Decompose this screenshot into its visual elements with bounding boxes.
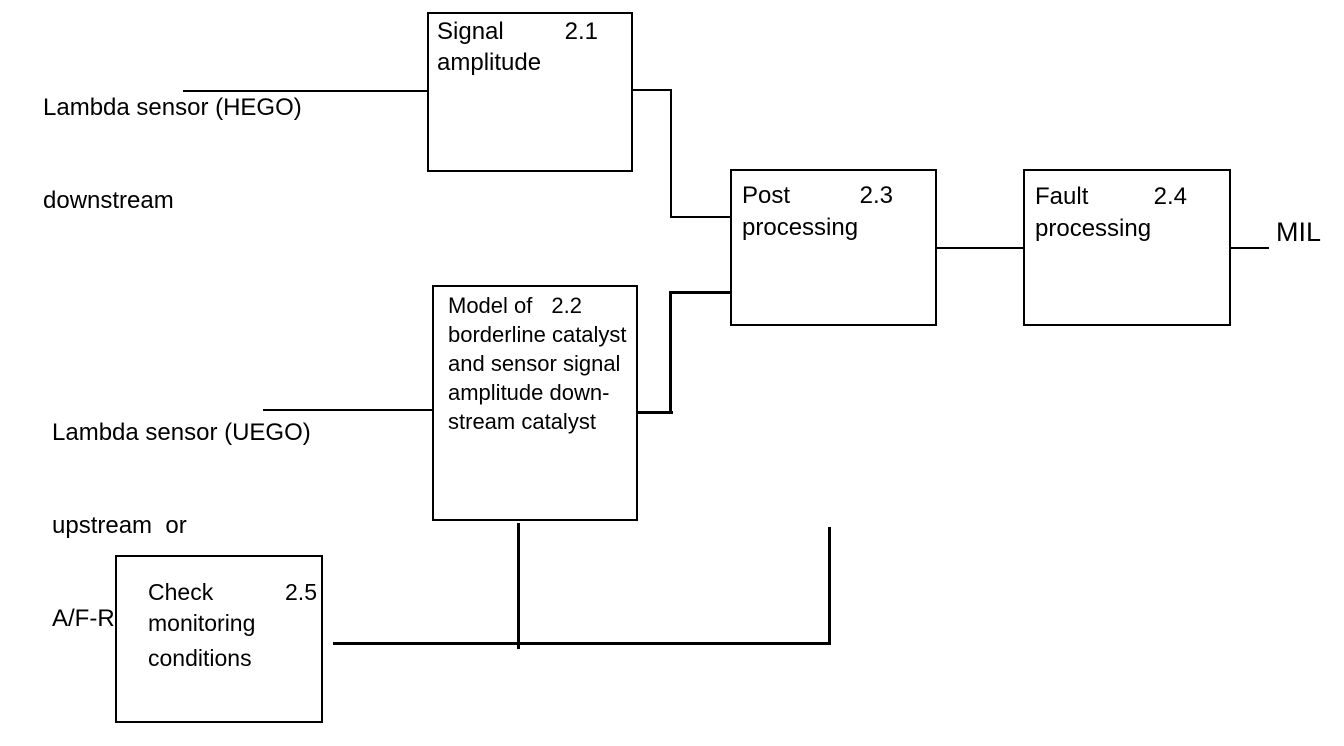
block-title-row: Check 2.5	[148, 577, 317, 608]
connector-bus-riser-vertical	[828, 527, 831, 645]
block-title-row: Post 2.3	[742, 180, 893, 212]
label-line: downstream	[43, 187, 174, 214]
connector-signal-out-horizontal	[631, 89, 672, 91]
label-line: Lambda sensor (HEGO)	[43, 94, 302, 121]
connector-fault-to-mil	[1231, 247, 1269, 249]
connector-signal-elbow-vertical	[670, 89, 672, 218]
connector-uego-to-model	[263, 409, 432, 411]
block-text-line: processing	[1035, 215, 1152, 242]
block-check-monitoring-conditions: Check 2.5 monitoring conditions	[115, 555, 323, 723]
block-number: 2.2	[551, 293, 582, 318]
block-text-line: and sensor signal	[448, 351, 621, 376]
block-title: Model of	[448, 293, 533, 318]
block-title-row: Signal 2.1	[437, 16, 598, 47]
block-title: Signal	[437, 18, 504, 45]
block-text-line: monitoring	[148, 610, 256, 636]
connector-model-out-horizontal	[636, 411, 673, 414]
label-line: Lambda sensor (UEGO)	[52, 419, 311, 446]
block-number: 2.3	[859, 182, 893, 209]
block-text-line: conditions	[148, 645, 252, 671]
label-lambda-sensor-hego: Lambda sensor (HEGO) downstream	[43, 30, 302, 278]
block-signal-amplitude: Signal 2.1 amplitude	[427, 12, 633, 172]
block-number: 2.4	[1153, 183, 1187, 210]
connector-signal-to-post	[670, 216, 730, 218]
block-text-line: borderline catalyst	[448, 322, 627, 347]
connector-model-elbow-vertical	[669, 291, 672, 414]
label-line: upstream or	[52, 512, 187, 539]
block-number: 2.1	[564, 18, 598, 45]
block-number: 2.5	[285, 579, 317, 605]
block-text-line: amplitude	[437, 49, 542, 76]
block-text-line: processing	[742, 214, 859, 241]
block-title-row: Fault 2.4	[1035, 181, 1187, 213]
connector-post-to-fault	[935, 247, 1023, 249]
connector-check-bus-horizontal	[333, 642, 831, 645]
block-title: Fault	[1035, 183, 1089, 210]
block-fault-processing: Fault 2.4 processing	[1023, 169, 1231, 326]
block-title: Post	[742, 182, 791, 209]
block-text-line: stream catalyst	[448, 409, 596, 434]
connector-model-down-vertical	[517, 523, 520, 649]
block-post-processing: Post 2.3 processing	[730, 169, 937, 326]
block-title: Check	[148, 579, 214, 605]
connector-hego-to-signal	[183, 90, 427, 92]
block-text-line: amplitude down-	[448, 380, 610, 405]
block-title-row: Model of 2.2	[448, 291, 582, 320]
connector-model-to-post	[669, 291, 730, 294]
label-mil-output: MIL	[1276, 217, 1322, 247]
block-borderline-catalyst-model: Model of 2.2 borderline catalyst and sen…	[432, 285, 638, 521]
